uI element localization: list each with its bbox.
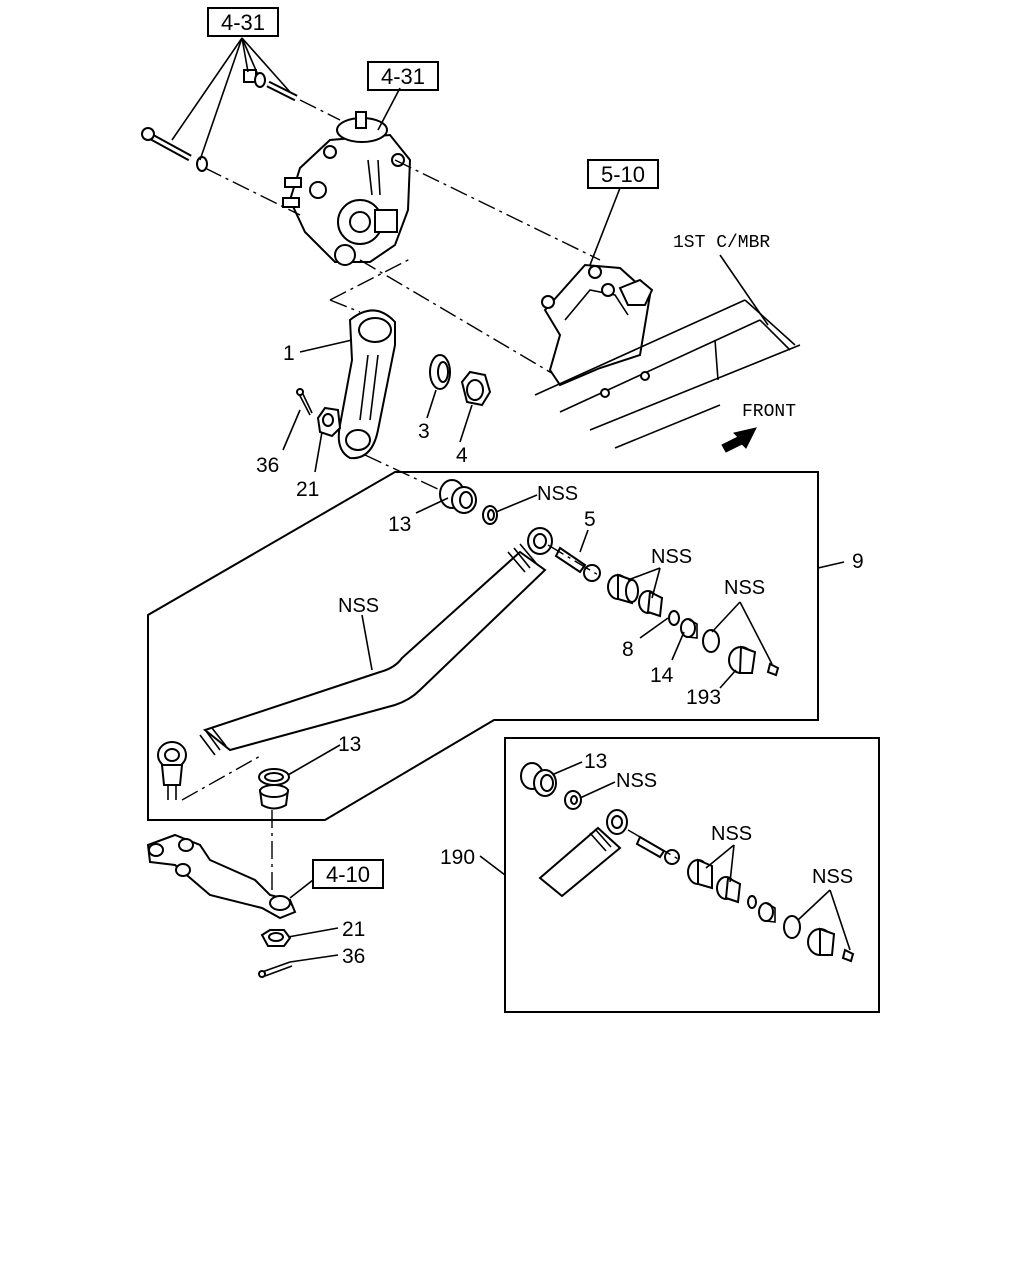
callout-21-top: 21	[296, 478, 319, 501]
callout-nss-top-seal: NSS	[537, 483, 578, 505]
callout-13-lower: 13	[338, 733, 361, 756]
kit-plug	[758, 902, 776, 923]
callout-193: 193	[686, 686, 721, 709]
ref-box-gear[interactable]: 4-31	[367, 61, 439, 91]
ball-seat-2	[638, 590, 664, 618]
drag-link-assembly-outline	[147, 471, 819, 821]
ref-label-gear-hardware: 4-31	[221, 10, 265, 35]
seal-lower	[258, 768, 290, 810]
pitman-arm	[337, 309, 396, 460]
spring	[668, 610, 680, 626]
ref-label-frame-bracket: 5-10	[601, 162, 645, 187]
callout-kit-nss-seal: NSS	[616, 770, 657, 792]
kit-spring	[747, 895, 757, 909]
frame-crossmember	[534, 299, 801, 449]
ref-box-gear-hardware[interactable]: 4-31	[207, 7, 279, 37]
callout-8: 8	[622, 638, 634, 661]
callout-4: 4	[456, 444, 468, 467]
ref-label-knuckle-arm: 4-10	[326, 862, 370, 887]
callout-14: 14	[650, 664, 674, 687]
end-cap	[728, 645, 757, 674]
front-label: FRONT	[742, 402, 796, 422]
callout-kit-nss-plug: NSS	[812, 866, 853, 888]
gear-mounting-bolts	[141, 69, 298, 172]
ref-label-gear: 4-31	[381, 64, 425, 89]
kit-seal	[520, 762, 557, 797]
crossmember-label: 1ST C/MBR	[673, 233, 770, 253]
kit-tube-end	[538, 809, 628, 898]
kit-o-ring	[783, 915, 801, 939]
pitman-nut	[460, 370, 492, 407]
cotter-pin-bottom	[258, 961, 293, 978]
drag-link-tube	[157, 527, 553, 800]
steering-gear	[282, 111, 412, 266]
callout-36-top: 36	[256, 454, 279, 477]
callout-190: 190	[440, 846, 475, 869]
grease-fitting	[766, 662, 780, 677]
leader-lines	[171, 37, 851, 963]
knuckle-arm	[146, 833, 297, 920]
seal-ring-nss	[482, 505, 498, 525]
kit-seat-1	[687, 858, 713, 890]
kit-ball-stud	[635, 835, 680, 865]
callout-nss-plug: NSS	[724, 577, 765, 599]
callout-nss-tube: NSS	[338, 595, 379, 617]
ref-box-knuckle-arm[interactable]: 4-10	[312, 859, 384, 889]
callout-9: 9	[852, 550, 864, 573]
callout-nss-seats: NSS	[651, 546, 692, 568]
kit-seal-ring	[564, 790, 582, 810]
callout-kit-13: 13	[584, 750, 607, 773]
callout-13-top: 13	[388, 513, 411, 536]
cotter-pin-top	[296, 388, 313, 416]
callout-3: 3	[418, 420, 430, 443]
kit-end-cap	[807, 927, 836, 956]
callout-1: 1	[283, 342, 295, 365]
kit-grease-fitting	[841, 948, 855, 963]
callout-21-bottom: 21	[342, 918, 365, 941]
callout-36-bottom: 36	[342, 945, 365, 968]
ref-box-frame-bracket[interactable]: 5-10	[587, 159, 659, 189]
ball-seat-1	[607, 573, 639, 605]
seal-top	[439, 479, 477, 514]
kit-seat-2	[716, 876, 742, 904]
lock-washer	[429, 354, 451, 390]
callout-5: 5	[584, 508, 596, 531]
castle-nut-bottom	[260, 929, 292, 947]
castle-nut-top	[316, 406, 342, 438]
front-arrow-icon	[721, 427, 757, 453]
callout-kit-nss-seats: NSS	[711, 823, 752, 845]
o-ring	[702, 629, 720, 653]
